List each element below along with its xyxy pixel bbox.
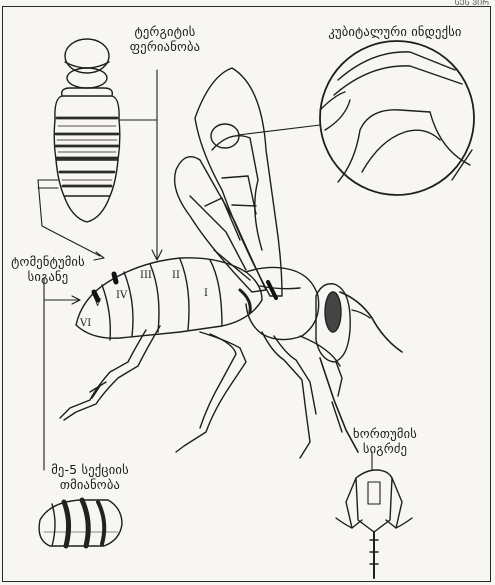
- cubital-index-label: კუბიტალური ინდექსი: [310, 24, 480, 39]
- tergite-label-line1: ტერგიტის: [100, 24, 230, 39]
- bee-body-drawing: [76, 258, 402, 452]
- tergite-coloration-label: ტერგიტის ფერიანობა: [100, 24, 230, 54]
- segment-label-i: I: [204, 288, 208, 299]
- wings-drawing: [175, 68, 282, 296]
- cubital-index-circle: [320, 41, 474, 195]
- segment-label-v: V: [93, 298, 102, 309]
- sternite-label-line1: მე-5 სექციის: [30, 462, 150, 477]
- sternite-label-line2: თმიანობა: [30, 477, 150, 492]
- abdomen-bracket: [38, 180, 100, 256]
- cubital-leader-line: [238, 125, 320, 135]
- proboscis-drawing: [336, 470, 412, 578]
- segment-label-iii: III: [140, 270, 152, 281]
- tomentum-label-line2: სიგანე: [2, 269, 94, 284]
- segment-label-iv: IV: [116, 290, 128, 301]
- proboscis-label-line1: ხორთუმის: [340, 426, 430, 441]
- tomentum-label-line1: ტომენტუმის: [2, 254, 94, 269]
- proboscis-length-label: ხორთუმის სიგრძე: [340, 426, 430, 456]
- fifth-sternite-hairiness-label: მე-5 სექციის თმიანობა: [30, 462, 150, 492]
- tergite-label-line2: ფერიანობა: [100, 39, 230, 54]
- proboscis-label-line2: სიგრძე: [340, 441, 430, 456]
- segment-label-ii: II: [172, 270, 180, 281]
- tomentum-width-label: ტომენტუმის სიგანე: [2, 254, 94, 284]
- segment-label-vi: VI: [79, 318, 91, 329]
- bee-legs-drawing: [60, 326, 340, 458]
- abdomen-detail-drawing: [54, 39, 120, 222]
- fifth-sternite-drawing: [39, 500, 122, 546]
